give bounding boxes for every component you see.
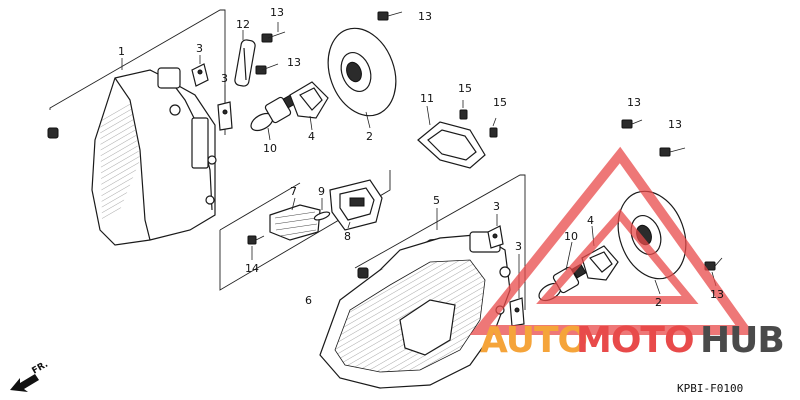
screw-13-c (377, 11, 403, 21)
callout-1: 1 (118, 45, 125, 58)
callout-3-b: 3 (221, 72, 228, 85)
callout-13-c: 13 (418, 10, 432, 23)
bracket-upper-assembly (49, 9, 226, 135)
dust-cover-upper (327, 27, 397, 117)
front-arrow-icon (10, 374, 39, 392)
callout-labels: 1 3 3 12 13 13 13 10 4 2 11 15 15 7 9 8 … (118, 6, 724, 309)
callout-15-b: 15 (493, 96, 507, 109)
bulb-socket-upper (289, 81, 329, 119)
callout-15-a: 15 (458, 82, 472, 95)
bolt-small-left (47, 127, 59, 139)
callout-10-b: 10 (564, 230, 578, 243)
callout-3-a: 3 (196, 42, 203, 55)
callout-12: 12 (236, 18, 250, 31)
position-light-bulb (313, 211, 331, 221)
callout-13-f: 13 (710, 288, 724, 301)
bulb-socket-right (581, 245, 619, 281)
screw-13-a (261, 31, 286, 43)
clip-upper-a (191, 63, 209, 87)
watermark-triangle-outer (469, 146, 755, 335)
watermark-brand-moto: MOTO (576, 320, 694, 361)
callout-4-a: 4 (308, 130, 315, 143)
watermark-triangle-inner (536, 208, 699, 304)
callout-3-d: 3 (515, 240, 522, 253)
callout-9: 9 (318, 185, 325, 198)
position-light-cover (417, 121, 486, 169)
callout-14: 14 (245, 262, 259, 275)
callout-13-d: 13 (627, 96, 641, 109)
screw-13-b (255, 63, 279, 75)
callout-13-b: 13 (287, 56, 301, 69)
position-light-lens (269, 204, 321, 241)
callout-5: 5 (433, 194, 440, 207)
callout-2-a: 2 (366, 130, 373, 143)
bolt-front-left (357, 267, 369, 279)
watermark-brand-auto: AUTO (480, 320, 587, 361)
watermark-brand-hub: HUB (700, 320, 784, 361)
callout-10-a: 10 (263, 142, 277, 155)
screw-13-e (659, 147, 686, 157)
clip-upper-b (217, 101, 233, 131)
leader-lines (121, 22, 717, 298)
callout-13-e: 13 (668, 118, 682, 131)
screw-14 (247, 235, 265, 245)
position-light-socket (329, 179, 383, 231)
callout-8: 8 (344, 230, 351, 243)
stay-12 (234, 39, 256, 87)
callout-2-b: 2 (655, 296, 662, 309)
bracket-position-light (219, 170, 391, 291)
headlight-housing-rear (91, 67, 217, 246)
callout-7: 7 (290, 185, 297, 198)
reference-code: KPBI-F0100 (677, 382, 743, 395)
clip-lower-b (509, 297, 525, 327)
bracket-lower-assembly (354, 174, 526, 310)
screw-15-a (459, 100, 468, 120)
callout-3-c: 3 (493, 200, 500, 213)
bracket-position-light-top (219, 182, 301, 231)
callout-11: 11 (420, 92, 434, 105)
callout-13-a: 13 (270, 6, 284, 19)
clip-lower-a (487, 225, 504, 249)
callout-4-b: 4 (587, 214, 594, 227)
screw-15-b (489, 117, 498, 138)
front-direction-indicator: FR. (10, 360, 50, 392)
screw-13-f (704, 257, 723, 271)
bulb-upper (250, 93, 298, 132)
headlight-front-assembly (319, 231, 511, 389)
direction-label: FR. (31, 360, 50, 377)
watermark: AUTO MOTO HUB (469, 146, 785, 361)
screw-13-d (621, 119, 643, 129)
callout-6: 6 (305, 294, 312, 307)
